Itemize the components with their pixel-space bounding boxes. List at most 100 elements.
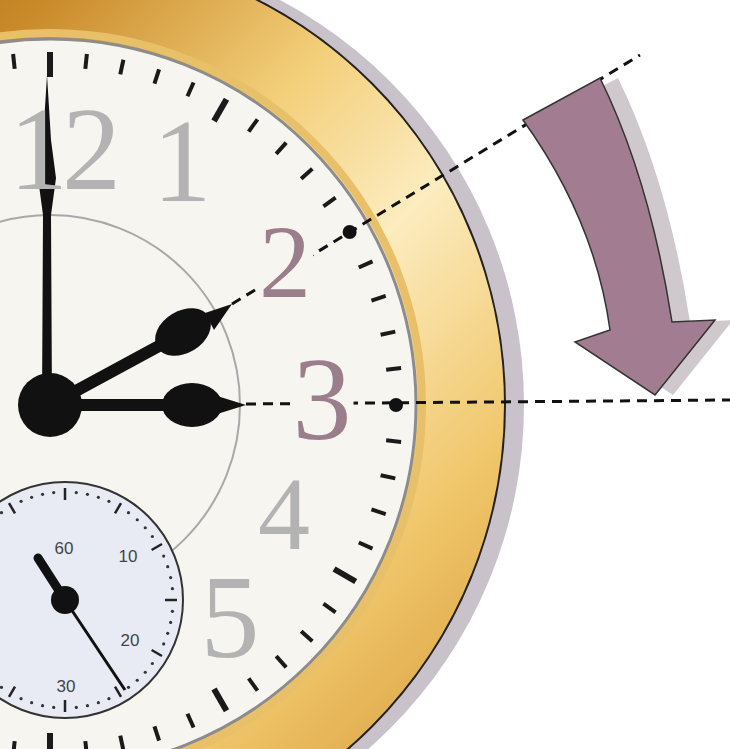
subdial-dot: [169, 576, 172, 579]
subdial-dot: [127, 511, 130, 514]
subdial-dot: [136, 679, 139, 682]
minute-tick: [381, 475, 396, 478]
seconds-subdial: [0, 482, 183, 718]
hour-hand-after: [162, 383, 222, 427]
subdial-hub: [51, 586, 79, 614]
subdial-dot: [41, 493, 44, 496]
minute-tick: [301, 631, 312, 641]
seconds-numeral: 10: [119, 548, 138, 565]
subdial-dot: [136, 518, 139, 521]
minute-tick: [276, 143, 286, 154]
subdial-dot: [151, 535, 154, 538]
minute-tick: [187, 83, 193, 97]
hour-dot: [389, 398, 403, 412]
subdial-dot: [52, 491, 55, 494]
subdial-hand: [65, 600, 125, 690]
subdial-dot: [75, 491, 78, 494]
minute-tick: [13, 54, 15, 69]
subdial-dot: [19, 697, 22, 700]
subdial-dot: [171, 610, 174, 613]
subdial-dot: [30, 496, 33, 499]
minute-tick: [85, 54, 87, 69]
subdial-dot: [127, 686, 130, 689]
subdial-dot: [52, 706, 55, 709]
hour-numeral: 12: [9, 91, 115, 209]
subdial-tick: [115, 503, 121, 513]
subdial-dot: [169, 621, 172, 624]
minute-tick: [187, 714, 193, 728]
subdial-tick: [115, 687, 121, 697]
subdial-tick: [152, 544, 162, 550]
hour-numeral: 4: [258, 462, 310, 566]
subdial-dot: [166, 565, 169, 568]
minute-tick: [13, 741, 15, 749]
seconds-numeral: 20: [121, 632, 140, 649]
hour-numeral: 2: [257, 210, 313, 314]
subdial-dot: [75, 706, 78, 709]
subdial-dot: [19, 500, 22, 503]
rim-shadow: [0, 0, 524, 749]
gold-rim: [0, 0, 460, 749]
subdial-tick: [9, 687, 15, 697]
hour-hand-before: [146, 299, 219, 366]
subdial-dot: [0, 686, 3, 689]
minute-tick: [276, 656, 286, 667]
subdial-dot: [0, 511, 3, 514]
minute-ticks: [0, 52, 403, 749]
minute-tick: [371, 296, 385, 301]
rotation-arrow: [523, 78, 715, 395]
subdial-tick: [152, 650, 162, 656]
minute-tick: [154, 69, 159, 83]
minute-tick: [323, 198, 335, 207]
minute-tick: [249, 119, 258, 131]
hour-tick: [47, 733, 53, 749]
minute-tick: [371, 509, 385, 514]
subdial-tick: [165, 599, 177, 602]
subdial-dot: [30, 701, 33, 704]
subdial-tick: [64, 700, 67, 712]
minute-tick: [154, 726, 159, 740]
subdial-dot: [97, 496, 100, 499]
subdial-dot: [107, 697, 110, 700]
hour-numeral: 3: [291, 341, 354, 459]
hour-tick: [47, 52, 53, 77]
hour-hand-before: [205, 304, 232, 330]
minute-tick: [120, 60, 123, 75]
hour-tick: [214, 99, 227, 121]
subdial-dot: [107, 500, 110, 503]
subdial-dot: [86, 493, 89, 496]
minute-tick: [85, 741, 87, 749]
subdial-dot: [162, 554, 165, 557]
seconds-numeral: 60: [55, 540, 74, 557]
rim-inner-bevel: [0, 33, 422, 749]
hour-numeral: 5: [201, 559, 260, 677]
minute-tick: [301, 169, 312, 179]
minute-tick: [359, 542, 373, 548]
minute-tick: [386, 368, 401, 370]
subdial-ticks: [0, 488, 177, 712]
hour-tick: [334, 569, 356, 582]
hour-hand-after: [214, 395, 246, 415]
minute-tick: [120, 736, 123, 749]
subdial-dot: [151, 662, 154, 665]
subdial-tick: [64, 488, 67, 500]
dial-face: [0, 39, 416, 749]
minute-tick: [249, 678, 258, 690]
subdial-dot: [162, 642, 165, 645]
subdial-dot: [166, 632, 169, 635]
subdial-dot: [97, 701, 100, 704]
subdial-dot: [144, 526, 147, 529]
hour-numeral: 1: [153, 103, 212, 221]
subdial-dot: [171, 587, 174, 590]
center-hub: [18, 373, 82, 437]
minute-tick: [359, 261, 373, 267]
minute-tick: [381, 332, 396, 335]
subdial-dot: [86, 704, 89, 707]
minute-tick: [323, 604, 335, 613]
subdial-dot: [144, 671, 147, 674]
subdial-dot: [41, 704, 44, 707]
hour-tick: [214, 689, 227, 711]
minute-tick: [386, 440, 401, 442]
